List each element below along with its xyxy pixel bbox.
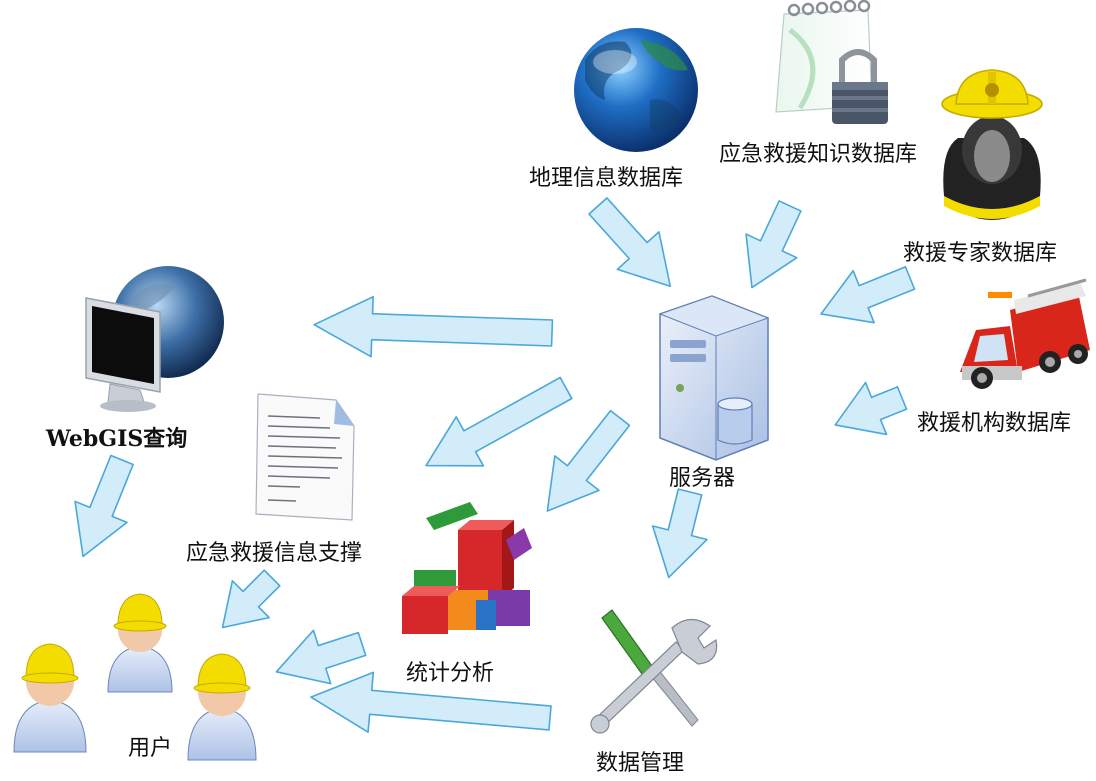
arrow-knowledge-to-server (745, 200, 802, 289)
arrow-agency-to-server (834, 381, 908, 436)
server-tower-icon (658, 295, 770, 461)
geo-db-label: 地理信息数据库 (529, 166, 684, 191)
arrow-webgis-to-users (74, 454, 134, 558)
users-label: 用户 (128, 736, 173, 761)
arrow-stats-to-users (275, 629, 367, 685)
data-mgmt-label: 数据管理 (596, 751, 685, 776)
expert-db-label: 救援专家数据库 (903, 241, 1058, 266)
worker-3 (187, 653, 257, 761)
webgis-label: WebGIS查询 (46, 426, 188, 452)
worker-1 (107, 593, 173, 693)
arrow-data-mgmt-to-users (310, 671, 552, 733)
arrow-server-to-data-mgmt (651, 488, 708, 579)
server-label: 服务器 (669, 466, 736, 491)
arrow-server-to-stats (546, 409, 631, 512)
knowledge-db-label: 应急救援知识数据库 (719, 142, 918, 167)
fire-truck-icon (960, 278, 1090, 389)
arrow-server-to-webgis (313, 295, 554, 358)
globe-icon (574, 28, 698, 152)
stats-label: 统计分析 (406, 661, 495, 686)
info-support-label: 应急救援信息支撑 (186, 541, 363, 566)
colorful-blocks-icon (402, 502, 532, 634)
worker-2 (13, 643, 87, 753)
monitor-globe-icon (85, 266, 224, 412)
arrow-server-to-info-support (425, 376, 573, 467)
agency-db-label: 救援机构数据库 (917, 411, 1072, 436)
workers-icon (13, 593, 257, 761)
firefighter-icon (941, 69, 1043, 220)
arrow-info-support-to-users (221, 569, 281, 629)
arrow-geo-to-server (588, 197, 672, 288)
arrow-expert-to-server (820, 266, 916, 324)
document-icon (255, 393, 355, 521)
locked-notebook-icon (775, 0, 888, 124)
wrench-screwdriver-icon (590, 609, 718, 734)
